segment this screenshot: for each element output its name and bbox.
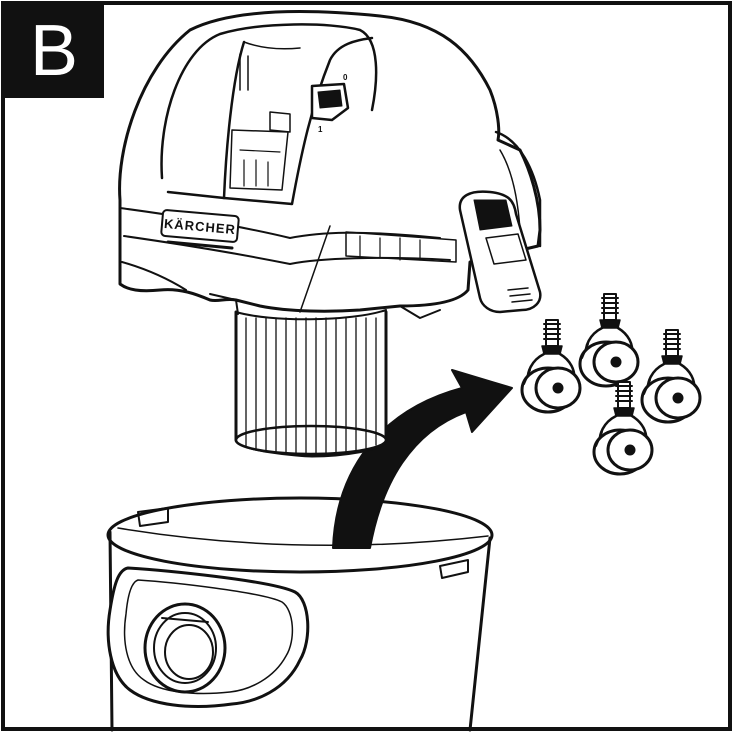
brand-plate <box>160 209 240 243</box>
vacuum-head <box>118 10 542 458</box>
container-right-side <box>468 536 492 732</box>
power-switch <box>310 82 350 122</box>
step-badge <box>4 4 104 98</box>
inlet-port <box>143 602 227 694</box>
cartridge-filter <box>234 309 388 458</box>
caster-wheel-2 <box>578 292 640 388</box>
caster-wheel-1 <box>520 318 582 414</box>
side-control-unit <box>458 190 542 314</box>
step-letter: B <box>29 11 79 91</box>
brand-logo: KÄRCHER <box>163 216 236 237</box>
switch-label-off: 0 <box>343 73 348 82</box>
curved-arrow-icon <box>332 369 513 549</box>
caster-wheel-3 <box>640 328 702 424</box>
container <box>106 496 494 732</box>
switch-label-on: 1 <box>318 125 323 134</box>
container-rim <box>106 496 494 574</box>
